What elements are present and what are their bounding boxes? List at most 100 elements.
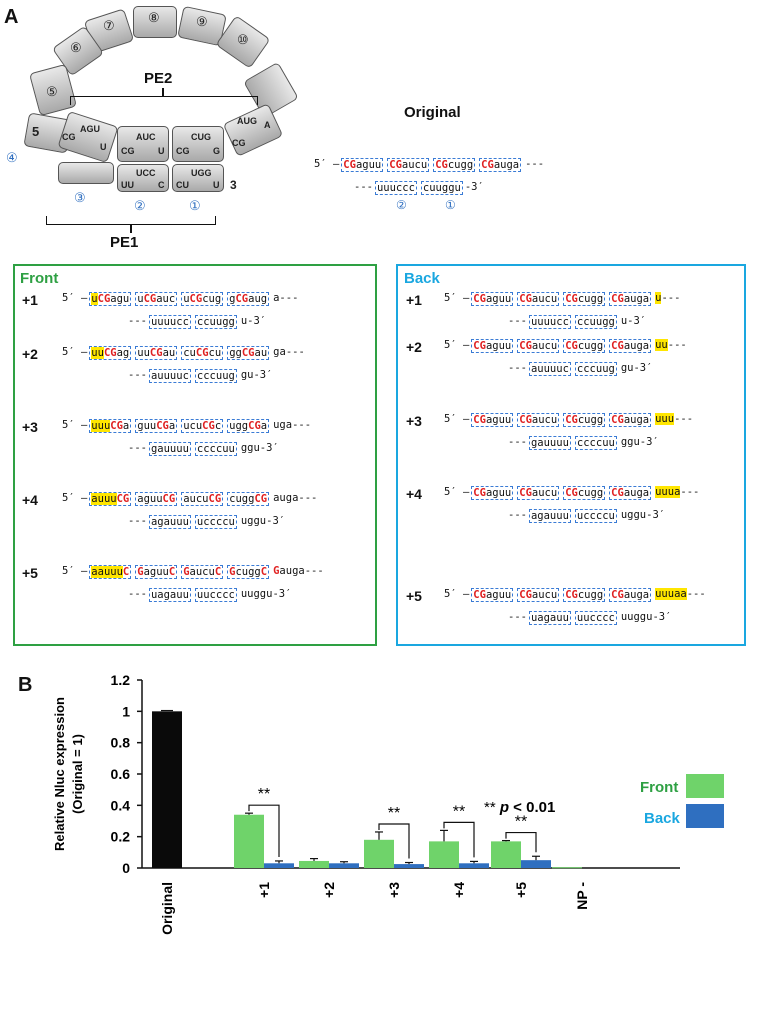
three-prime-suffix: uggu-3′ [620,509,666,521]
original-num-1: ① [445,198,456,212]
bar-back [521,860,551,868]
codon-u1: U [100,142,107,152]
cg-g: G [273,565,280,577]
codon-box: auuuCG [89,491,132,506]
three-prime-suffix: u-3′ [620,315,647,327]
pe1-bracket-tick [130,225,132,233]
ring-num-5: ⑤ [46,84,58,99]
codon-box: ccccuu [574,435,617,450]
codon-box: CGcugg [433,157,476,172]
codon-box: agauuu [528,508,571,523]
y-axis-label-line2: (Original = 1) [70,734,85,814]
cg-dinucleotide: CG [611,486,624,499]
codon-box: CGauga [609,291,652,306]
strand-tail: uga--- [273,419,312,431]
x-tick-label: +2 [321,882,337,898]
cg-dinucleotide: CG [116,492,130,505]
strand-prefix: --- [128,369,147,381]
back-shift-label: +3 [406,413,422,429]
inserted-nucleotides: uuu [655,413,675,425]
codon-u2: U [158,146,165,156]
strand-prefix: --- [508,436,527,448]
codon-box: CGaguu [471,338,514,353]
y-tick-label: 0.8 [111,735,131,751]
codon-box: CGcugg [563,338,606,353]
codon-seg-auc [117,126,169,162]
legend-back-label: Back [644,810,681,827]
y-tick-label: 0 [122,860,130,876]
codon-box: CGcugg [563,412,606,427]
strand-prefix: --- [508,509,527,521]
cg-g: G [137,565,144,578]
codon-ugg: UGG [191,168,212,178]
codon-seg-cug [172,126,224,162]
strand-tail: uuuaa--- [655,588,706,600]
front-shift-label: +5 [22,565,38,581]
codon-box: uuuucc [148,314,191,329]
codon-cu: CU [176,180,189,190]
codon-box: guuCGa [135,418,178,433]
codon-box: gCGaug [227,291,270,306]
codon-box: ccuugg [194,314,237,329]
inserted-nucleotides: uuuaa [655,588,687,600]
strand-prefix: --- [508,611,527,623]
codon-box: cuuggu [420,180,463,195]
cg-dinucleotide: CG [519,292,532,305]
codon-box: CGaguu [471,485,514,500]
strand-tail: Gauga--- [273,565,324,577]
codon-ucc: UCC [136,168,156,178]
blue-num-2: ② [134,198,146,213]
five-prime-prefix: 5′ – [444,588,470,600]
codon-box: CGaucu [517,412,560,427]
strand-prefix: --- [128,315,147,327]
y-tick-label: 1.2 [111,672,131,688]
strand-tail: uuua--- [655,486,700,498]
x-tick-label: Original [159,882,175,935]
three-prime-suffix: gu-3′ [620,362,653,374]
significance-stars: ** [453,803,465,820]
codon-g3: G [213,146,221,156]
bar-back [394,864,424,868]
strand-tail: u--- [655,292,681,304]
inserted-nucleotides: uuu [91,419,111,432]
inserted-nucleotides: aauuu [91,565,123,578]
strand-suffix: --- [525,158,545,170]
codon-box: CGaucu [387,157,430,172]
x-tick-label: +1 [256,882,272,898]
bar-front [234,814,264,868]
bar-front [552,867,582,869]
cg-dinucleotide: CG [110,419,123,432]
inserted-nucleotides: u [655,292,662,304]
ring-num-10: ⑩ [237,32,249,47]
codon-box: CGaguu [471,291,514,306]
ring-num-9: ⑨ [196,14,208,29]
cg-dinucleotide: CG [519,588,532,601]
codon-cug: CUG [191,132,211,142]
cg-dinucleotide: CG [611,339,624,352]
codon-box: uuuucc [528,314,571,329]
three-prime-suffix: uuggu-3′ [620,611,672,623]
cg-c: C [260,565,268,578]
five-prime-prefix: 5′ – [444,486,470,498]
bar-front [491,841,521,868]
codon-box: ucuCGc [181,418,224,433]
inserted-nucleotides: u [91,292,98,305]
codon-box: ccuugg [574,314,617,329]
ring-segment-8 [133,6,177,38]
codon-box: uuuccc [374,180,417,195]
inserted-nucleotides: uuua [655,486,681,498]
cg-dinucleotide: CG [202,419,215,432]
cg-dinucleotide: CG [97,292,111,305]
strand-tail: ga--- [273,346,305,358]
ring-num-8: ⑧ [148,10,160,25]
legend-back-swatch [686,804,724,828]
cg-dinucleotide: CG [254,492,268,505]
front-frame [13,264,377,646]
cg-dinucleotide: CG [565,292,578,305]
